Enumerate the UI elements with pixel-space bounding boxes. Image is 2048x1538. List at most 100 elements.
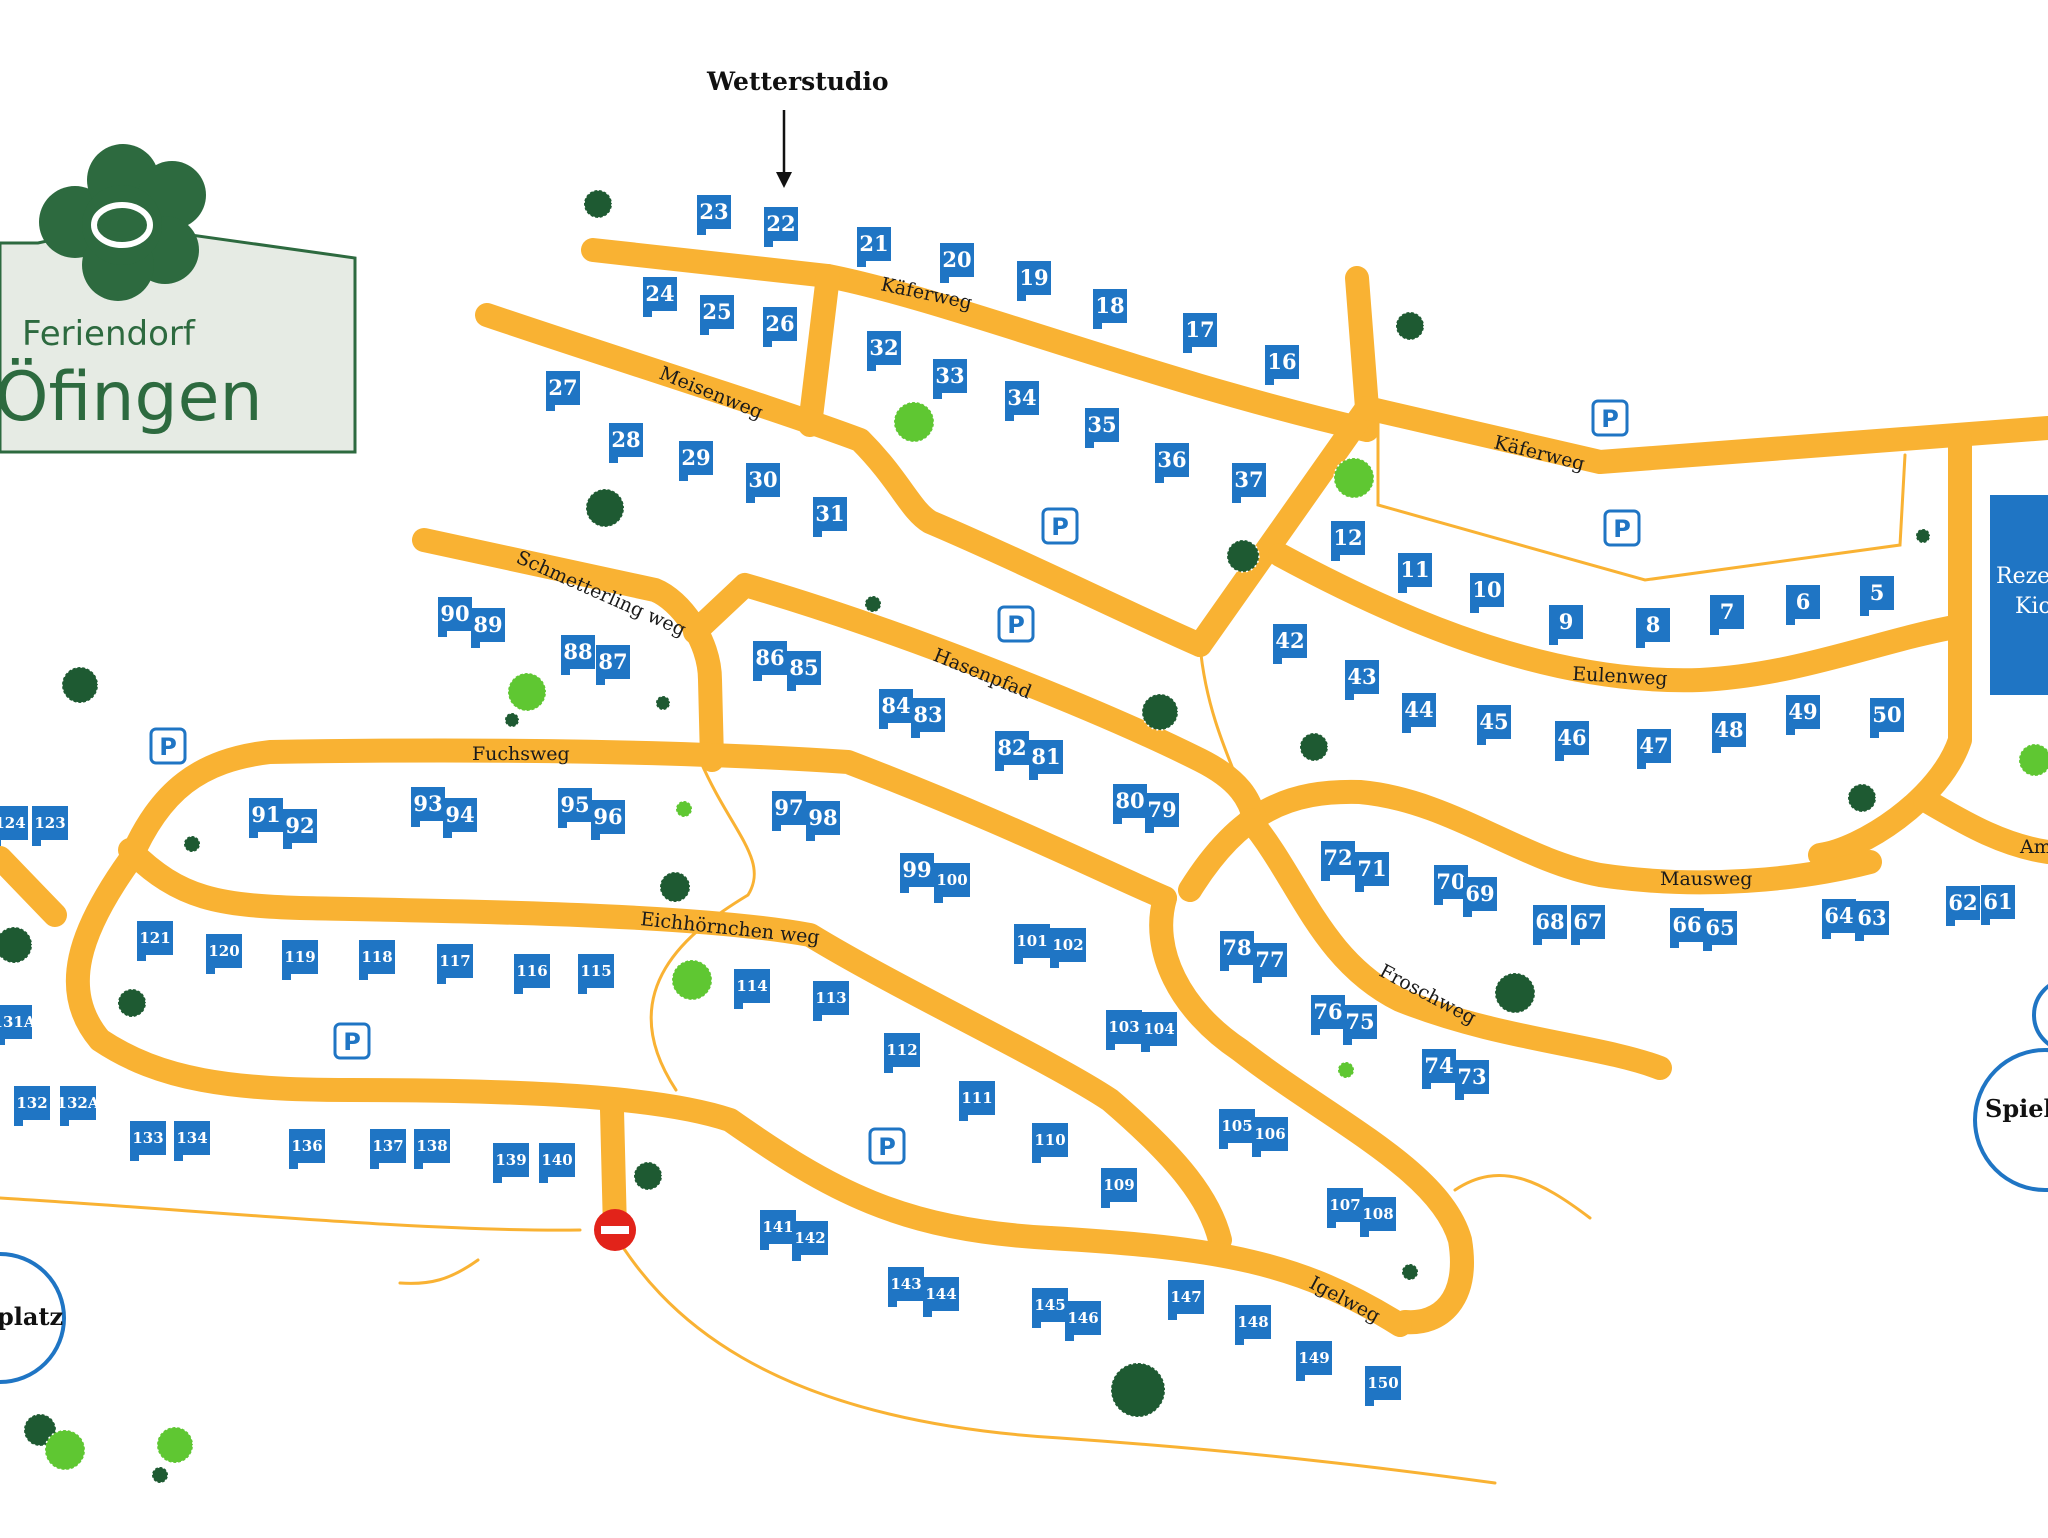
house-90: 90	[438, 597, 472, 637]
house-block	[1141, 1012, 1177, 1046]
house-number: 12	[1333, 525, 1362, 550]
house-block	[1017, 261, 1051, 295]
house-block	[1855, 901, 1889, 935]
house-number: 131A	[0, 1013, 36, 1031]
tree-icon	[1915, 528, 1931, 544]
house-number: 146	[1067, 1309, 1098, 1327]
house-block	[1101, 1168, 1137, 1202]
house-number: 61	[1983, 889, 2012, 914]
tree-icon	[1337, 1061, 1355, 1079]
house-entrance	[746, 495, 755, 503]
house-entrance	[174, 1153, 183, 1161]
house-61: 61	[1981, 885, 2015, 925]
logo-line1: Feriendorf	[22, 314, 196, 354]
house-block	[289, 1129, 325, 1163]
house-entrance	[1093, 321, 1102, 329]
house-number: 36	[1157, 447, 1186, 472]
house-entrance	[1029, 772, 1038, 780]
flower-icon	[39, 144, 206, 301]
house-84: 84	[879, 689, 913, 729]
house-116: 116	[514, 954, 550, 994]
house-number: 81	[1031, 744, 1060, 769]
house-number: 21	[859, 231, 888, 256]
house-number: 90	[440, 601, 469, 626]
house-entrance	[206, 966, 215, 974]
house-119: 119	[282, 940, 318, 980]
house-number: 110	[1034, 1131, 1065, 1149]
house-137: 137	[370, 1129, 406, 1169]
house-entrance	[1296, 1373, 1305, 1381]
house-33: 33	[933, 359, 967, 399]
house-block	[700, 295, 734, 329]
house-block	[249, 798, 283, 832]
house-number: 132A	[57, 1094, 100, 1112]
house-block	[1786, 695, 1820, 729]
house-number: 42	[1275, 628, 1304, 653]
house-entrance	[1235, 1337, 1244, 1345]
house-136: 136	[289, 1129, 325, 1169]
house-entrance	[787, 683, 796, 691]
house-block	[1321, 841, 1355, 875]
house-entrance	[734, 1001, 743, 1009]
house-block	[514, 954, 550, 988]
house-34: 34	[1005, 381, 1039, 421]
house-entrance	[1321, 873, 1330, 881]
house-entrance	[1220, 963, 1229, 971]
house-entrance	[995, 763, 1004, 771]
house-number: 19	[1019, 265, 1048, 290]
house-number: 99	[902, 857, 931, 882]
house-entrance	[857, 259, 866, 267]
house-entrance	[940, 275, 949, 283]
house-number: 32	[869, 335, 898, 360]
house-11: 11	[1398, 553, 1432, 593]
tree-icon	[1847, 783, 1877, 813]
house-number: 80	[1115, 788, 1144, 813]
house-69: 69	[1463, 877, 1497, 917]
house-block	[760, 1210, 796, 1244]
house-number: 72	[1323, 845, 1352, 870]
house-30: 30	[746, 463, 780, 503]
house-25: 25	[700, 295, 734, 335]
parking-letter: P	[1601, 405, 1619, 433]
road-fuchsweg-west	[66, 848, 1062, 1250]
road-kaeferweg-upper	[581, 238, 1379, 442]
house-number: 25	[702, 299, 731, 324]
house-block	[539, 1143, 575, 1177]
house-block	[1345, 660, 1379, 694]
house-65: 65	[1703, 911, 1737, 951]
house-number: 141	[762, 1218, 793, 1236]
house-78: 78	[1220, 931, 1254, 971]
house-block	[900, 853, 934, 887]
house-number: 111	[961, 1089, 992, 1107]
house-block	[282, 940, 318, 974]
logo-line2: Öfingen	[0, 358, 263, 437]
house-102: 102	[1050, 928, 1086, 968]
house-entrance	[679, 473, 688, 481]
house-block	[934, 863, 970, 897]
house-111: 111	[959, 1081, 995, 1121]
tree-icon	[44, 1429, 86, 1471]
house-entrance	[561, 667, 570, 675]
house-number: 145	[1034, 1296, 1065, 1314]
house-number: 133	[132, 1129, 163, 1147]
house-entrance	[1017, 293, 1026, 301]
house-number: 18	[1095, 293, 1124, 318]
house-131A: 131A	[0, 1005, 36, 1045]
house-entrance	[867, 363, 876, 371]
parking-icon: P	[997, 605, 1035, 643]
house-entrance	[32, 838, 41, 846]
house-block	[1786, 585, 1820, 619]
house-number: 33	[935, 363, 964, 388]
house-block	[1455, 1060, 1489, 1094]
house-number: 108	[1362, 1205, 1393, 1223]
house-number: 10	[1472, 577, 1501, 602]
tree-icon	[1141, 693, 1179, 731]
house-number: 23	[699, 199, 728, 224]
house-entrance	[1145, 825, 1154, 833]
logo: Feriendorf Öfingen	[0, 144, 357, 454]
house-block	[443, 798, 477, 832]
house-block	[763, 307, 797, 341]
house-block	[561, 635, 595, 669]
house-block	[1085, 408, 1119, 442]
house-76: 76	[1311, 995, 1345, 1035]
